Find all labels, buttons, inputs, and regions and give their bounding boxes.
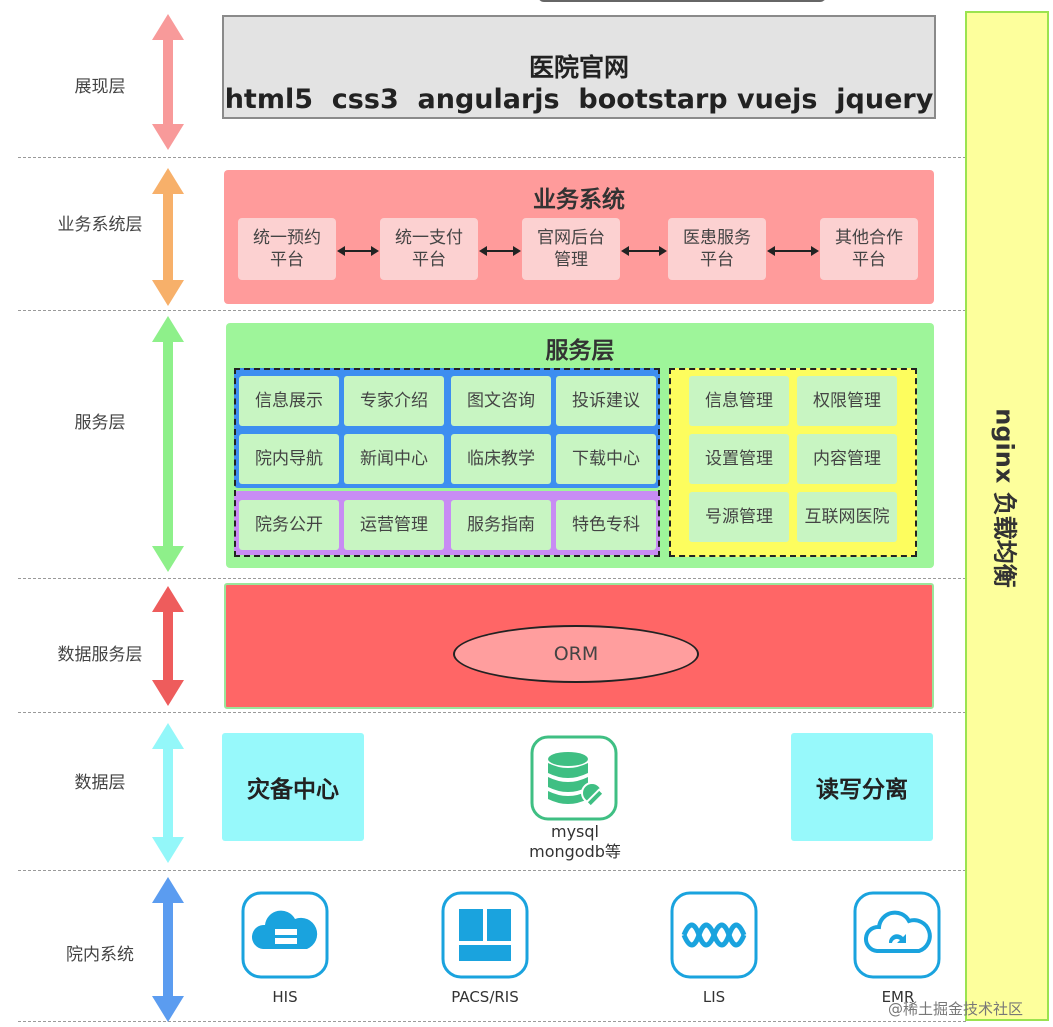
layer-label-service: 服务层 — [74, 413, 126, 433]
business-system-box: 业务系统 统一预约平台 统一支付平台 官网后台管理 医患服务平台 其他合作平台 — [224, 170, 934, 304]
layer-label-presentation: 展现层 — [74, 77, 126, 97]
data-service-box: ORM — [224, 583, 934, 709]
layer-label-data-service: 数据服务层 — [57, 645, 143, 665]
layer-divider — [18, 712, 966, 713]
top-tab-remnant — [538, 0, 826, 2]
nginx-load-balancer-box: nginx 负载均衡 — [965, 11, 1049, 1021]
portal-tech-stack: html5 css3 angularjs bootstarp vuejs jqu… — [224, 84, 934, 115]
nginx-label: nginx 负载均衡 — [990, 408, 1019, 588]
layer-divider — [18, 310, 966, 311]
arrow-business — [148, 168, 188, 306]
service-item: 下载中心 — [556, 434, 656, 484]
read-write-split-box: 读写分离 — [791, 733, 933, 841]
business-item: 统一支付平台 — [380, 218, 478, 280]
disaster-recovery-box: 灾备中心 — [222, 733, 364, 841]
wave-icon — [670, 891, 758, 979]
layer-label-business: 业务系统层 — [57, 215, 143, 235]
service-item: 特色专科 — [556, 500, 656, 550]
service-item: 院内导航 — [239, 434, 339, 484]
arrow-presentation — [148, 14, 188, 150]
layer-divider — [18, 157, 966, 158]
bidirectional-link-icon — [337, 246, 379, 256]
arrow-data — [148, 723, 188, 863]
bidirectional-link-icon — [621, 246, 667, 256]
orm-ellipse: ORM — [453, 625, 699, 683]
service-item: 图文咨询 — [451, 376, 551, 426]
cloud-sync-icon — [853, 891, 941, 979]
db-label-line1: mysql — [551, 822, 599, 841]
layout-grid-icon — [441, 891, 529, 979]
service-item: 号源管理 — [689, 492, 789, 542]
service-item: 互联网医院 — [797, 492, 897, 542]
service-item: 新闻中心 — [344, 434, 444, 484]
service-item: 内容管理 — [797, 434, 897, 484]
system-label: HIS — [272, 988, 298, 1006]
service-item: 服务指南 — [451, 500, 551, 550]
system-label: PACS/RIS — [451, 988, 519, 1006]
service-layer-title: 服务层 — [545, 338, 615, 364]
layer-divider — [18, 578, 966, 579]
cloud-server-icon — [241, 891, 329, 979]
service-item: 设置管理 — [689, 434, 789, 484]
business-item: 医患服务平台 — [668, 218, 766, 280]
service-layer-box: 服务层 信息展示 专家介绍 图文咨询 投诉建议 院内导航 新闻中心 临床教学 下… — [226, 323, 934, 568]
system-label: LIS — [702, 988, 726, 1006]
layer-label-internal: 院内系统 — [66, 945, 134, 965]
portal-title: 医院官网 — [528, 53, 629, 82]
arrow-internal — [148, 877, 188, 1022]
db-label-line2: mongodb等 — [529, 842, 621, 861]
layer-divider — [18, 1021, 966, 1022]
bidirectional-link-icon — [479, 246, 521, 256]
business-item: 统一预约平台 — [238, 218, 336, 280]
layer-divider — [18, 870, 966, 871]
bidirectional-link-icon — [767, 246, 819, 256]
watermark: @稀土掘金技术社区 — [888, 1000, 1024, 1018]
business-system-title: 业务系统 — [533, 187, 625, 213]
database-wrench-icon — [530, 735, 618, 821]
db-label: mysql mongodb等 — [500, 822, 650, 862]
business-item: 官网后台管理 — [522, 218, 620, 280]
system-label: EMR — [881, 988, 915, 1006]
service-item: 权限管理 — [797, 376, 897, 426]
service-item: 专家介绍 — [344, 376, 444, 426]
service-item: 院务公开 — [239, 500, 339, 550]
service-item: 运营管理 — [344, 500, 444, 550]
service-item: 临床教学 — [451, 434, 551, 484]
service-item: 投诉建议 — [556, 376, 656, 426]
arrow-service — [148, 316, 188, 572]
arrow-data-service — [148, 586, 188, 706]
business-item: 其他合作平台 — [820, 218, 918, 280]
service-item: 信息管理 — [689, 376, 789, 426]
portal-box: 医院官网 html5 css3 angularjs bootstarp vuej… — [222, 15, 936, 119]
service-group-frame — [234, 368, 660, 557]
service-item: 信息展示 — [239, 376, 339, 426]
layer-label-data: 数据层 — [74, 773, 126, 793]
